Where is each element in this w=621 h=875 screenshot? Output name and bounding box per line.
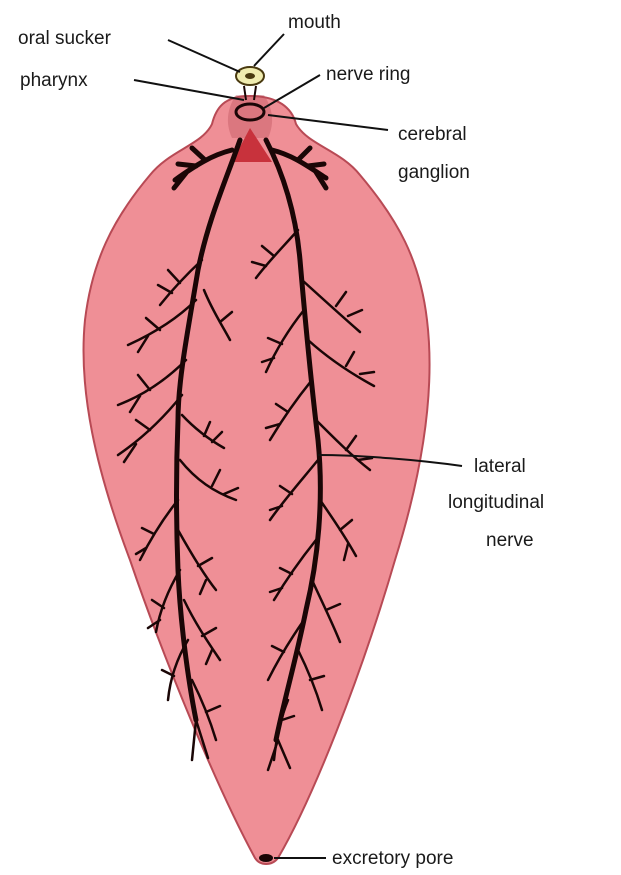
mouth-opening	[245, 73, 255, 79]
label-pharynx: pharynx	[20, 70, 88, 91]
label-nerve-ring: nerve ring	[326, 64, 411, 85]
leader-nerve-ring	[264, 75, 320, 108]
excretory-pore	[259, 854, 273, 862]
label-lateral: lateral	[474, 456, 526, 477]
label-cerebral: cerebral	[398, 124, 467, 145]
label-nerve: nerve	[486, 530, 534, 551]
label-excretory-pore: excretory pore	[332, 848, 453, 869]
label-ganglion: ganglion	[398, 162, 470, 183]
label-oral-sucker: oral sucker	[18, 28, 112, 49]
fluke-body	[84, 96, 430, 864]
leader-oral-sucker	[168, 40, 240, 72]
leader-pharynx	[134, 80, 244, 100]
label-longitudinal: longitudinal	[448, 492, 544, 513]
leader-mouth	[254, 34, 284, 66]
label-mouth: mouth	[288, 12, 341, 33]
